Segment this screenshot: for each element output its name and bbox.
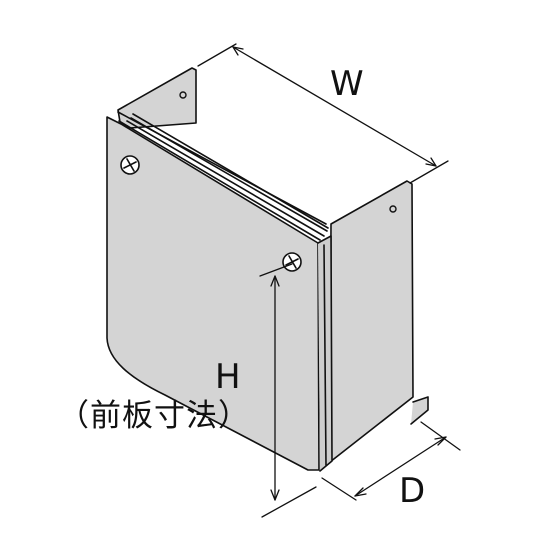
depth-label: D [399, 471, 426, 511]
width-label: W [330, 64, 364, 104]
top-rail-3 [132, 113, 329, 229]
top-rail-1 [126, 120, 325, 237]
depth-dimension [321, 421, 461, 501]
height-note-label: （前板寸法） [58, 398, 250, 434]
front-plate [106, 116, 320, 471]
flange-hole-top-left [179, 91, 187, 99]
flange-hole-top-right [389, 205, 397, 213]
top-rail-2 [130, 117, 328, 232]
right-side-panel [329, 180, 414, 463]
height-label: H [215, 357, 241, 397]
height-dimension [259, 263, 317, 518]
top-rail-4 [118, 120, 321, 241]
bottom-foot-bracket [410, 396, 429, 425]
screw-top-right [282, 252, 302, 272]
screw-top-left [120, 155, 140, 175]
front-plate-edge-inner [323, 244, 327, 466]
width-dimension [197, 43, 449, 184]
